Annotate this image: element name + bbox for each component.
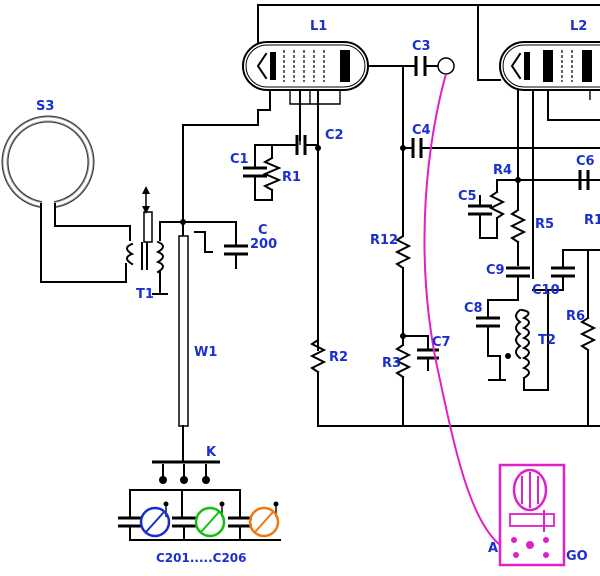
- trimmer-green: [194, 506, 226, 538]
- label-c5: C5: [458, 189, 477, 204]
- label-s3: S3: [36, 99, 54, 114]
- label-c: C: [258, 223, 268, 238]
- label-l1: L1: [310, 19, 327, 34]
- label-c3: C3: [412, 39, 431, 54]
- label-c4: C4: [412, 123, 431, 138]
- label-r12: R12: [370, 233, 398, 248]
- label-r2: R2: [329, 350, 348, 365]
- tube-l1: [242, 41, 369, 91]
- tube-l2: [499, 41, 600, 91]
- label-t2: T2: [538, 333, 556, 348]
- label-r6: R6: [566, 309, 585, 324]
- probe-wire: [423, 73, 501, 546]
- trimmer-blue: [139, 506, 171, 538]
- transformer-t2: [488, 289, 549, 391]
- coil-w1: [178, 235, 189, 427]
- label-c2: C2: [325, 128, 344, 143]
- label-c6: C6: [576, 154, 595, 169]
- oscilloscope-go: [498, 463, 566, 567]
- label-w1: W1: [194, 345, 217, 360]
- label-r3: R3: [382, 356, 401, 371]
- label-r5: R5: [535, 217, 554, 232]
- label-a: A: [488, 541, 498, 556]
- transformer-t1: [125, 186, 184, 295]
- label-go: GO: [566, 549, 588, 564]
- label-c201-c206: C201.....C206: [156, 551, 247, 565]
- label-c1: C1: [230, 152, 249, 167]
- capacitor-c3: [414, 56, 455, 76]
- switch-k: [129, 460, 279, 518]
- label-c-value: 200: [250, 237, 277, 252]
- label-k: K: [206, 445, 217, 460]
- label-l2: L2: [570, 19, 587, 34]
- label-c8: C8: [464, 301, 483, 316]
- label-c10: C10: [532, 283, 560, 298]
- capacitor-bank: [118, 506, 281, 541]
- label-r-cut: R1: [584, 213, 600, 228]
- label-t1: T1: [136, 287, 154, 302]
- label-c9: C9: [486, 263, 505, 278]
- label-r1: R1: [282, 170, 301, 185]
- trimmer-orange: [248, 506, 280, 538]
- loop-antenna-s3: [1, 115, 131, 283]
- label-c7: C7: [432, 335, 451, 350]
- test-point: [437, 57, 455, 75]
- label-r4: R4: [493, 163, 512, 178]
